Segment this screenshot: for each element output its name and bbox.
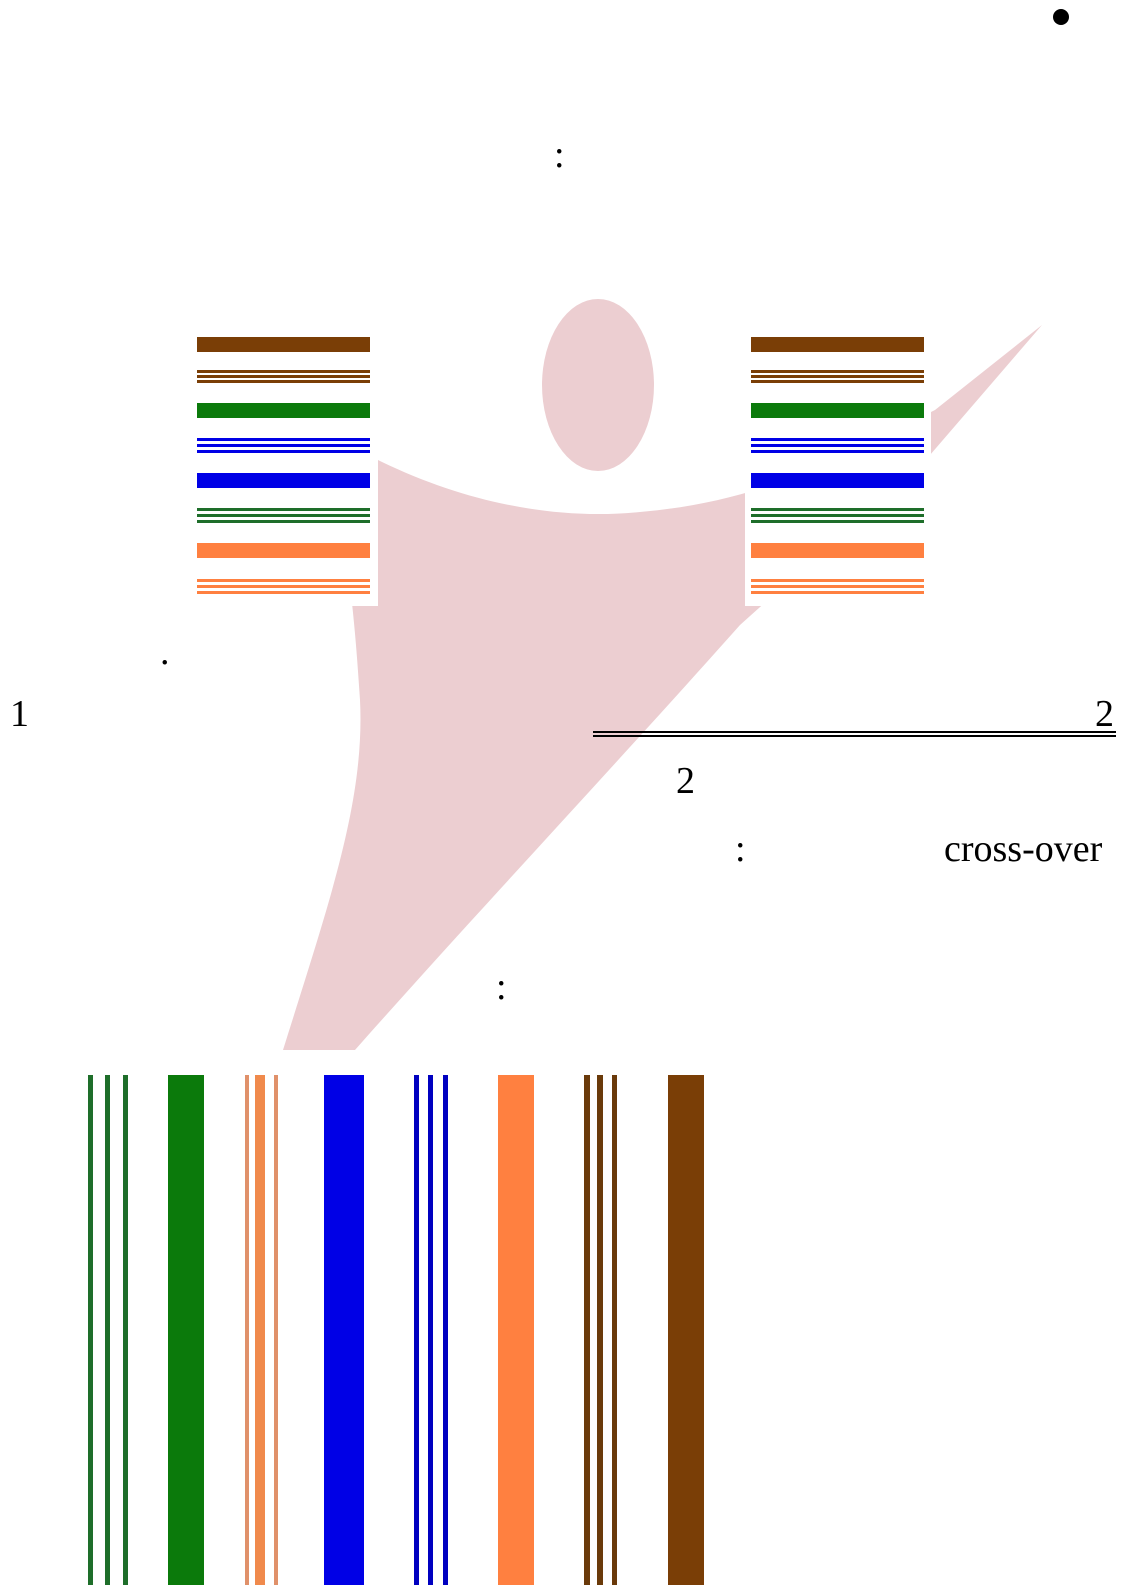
- rj45-wire-order-vertical-icon: [55, 1050, 725, 1585]
- rj45-wire-order-right-icon: [745, 330, 931, 606]
- colon-text-1: :: [554, 134, 565, 176]
- colon-text-2: :: [735, 828, 746, 870]
- number-1-text: 1: [10, 693, 29, 735]
- cross-over-text: cross-over: [944, 828, 1103, 870]
- period-text: .: [160, 631, 170, 673]
- double-underline: [593, 731, 1116, 737]
- bullet-icon: [1053, 9, 1069, 25]
- number-2-right-text: 2: [1095, 693, 1114, 735]
- rj45-wire-order-left-icon: [191, 330, 378, 606]
- colon-text-3: :: [496, 966, 507, 1008]
- number-2-center-text: 2: [676, 760, 695, 802]
